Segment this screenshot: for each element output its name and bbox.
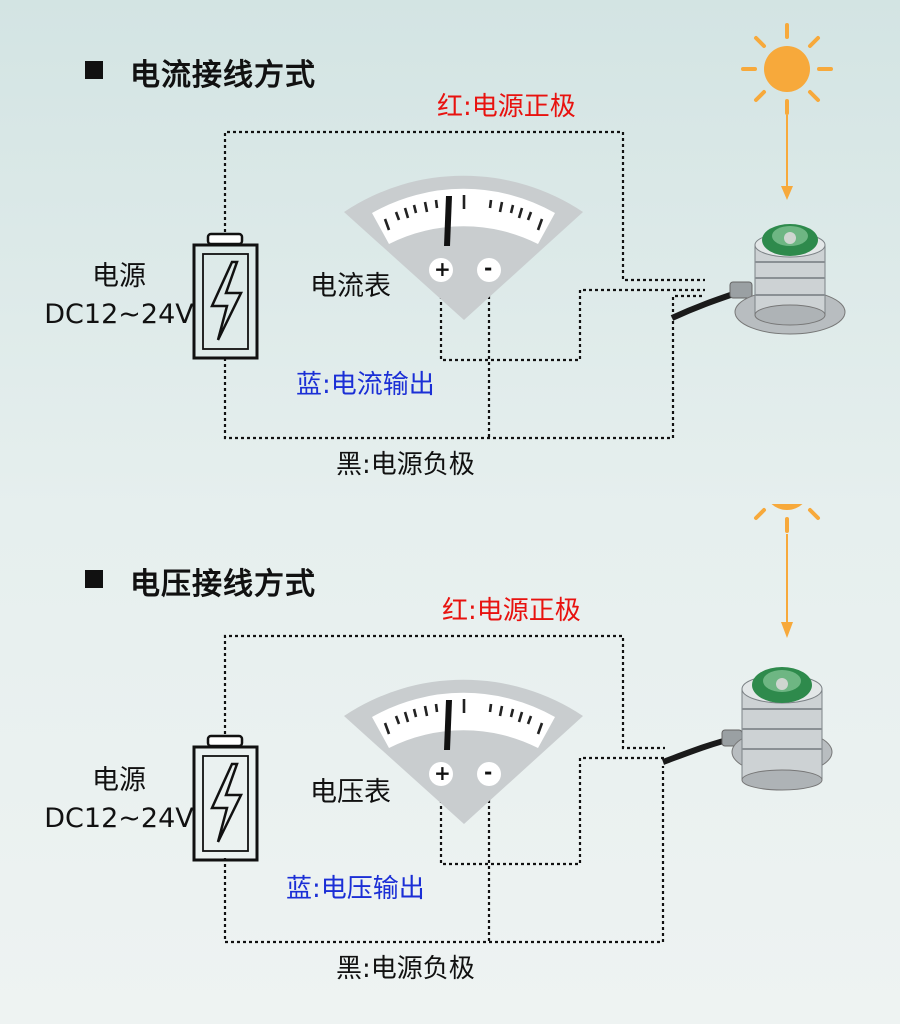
negative-wire-label: 黑:电源负极 (336, 954, 475, 984)
output-wire-label: 蓝:电流输出 (296, 370, 435, 400)
wiring-diagram (192, 504, 833, 944)
blue-wire (439, 278, 705, 362)
light-arrow (781, 115, 793, 200)
meter-minus-terminal: - (484, 256, 493, 280)
meter-plus-terminal: + (434, 257, 451, 281)
analog-meter-icon (344, 175, 583, 320)
section-title: 电压接线方式 (130, 567, 316, 602)
sun-icon (754, 504, 820, 533)
power-supply-voltage: DC12~24V (44, 298, 194, 330)
meter-label: 电流表 (310, 271, 391, 302)
meter-plus-terminal: + (434, 761, 451, 785)
voltage-wiring-section: 电压接线方式 红:电源正极 电源 DC12~24V 电压表 + - 蓝:电压输出… (0, 504, 900, 1016)
sensor-device-icon (670, 224, 846, 335)
black-wire (223, 294, 705, 440)
negative-wire-label: 黑:电源负极 (336, 450, 475, 480)
power-supply-label: 电源 DC12~24V (44, 258, 194, 334)
black-wire (223, 766, 665, 944)
lightning-icon (210, 260, 244, 341)
positive-wire-label: 红:电源正极 (442, 596, 581, 626)
analog-meter-icon (344, 679, 583, 824)
section-bullet (85, 61, 103, 79)
current-wiring-section: 电流接线方式 红:电源正极 电源 DC12~24V 电流表 + - 蓝:电流输出… (44, 23, 846, 480)
light-arrow (781, 534, 793, 638)
power-supply-name: 电源 (92, 765, 146, 796)
wiring-diagram (192, 23, 846, 440)
positive-wire-label: 红:电源正极 (437, 92, 576, 122)
power-supply-voltage: DC12~24V (44, 802, 194, 834)
battery-icon (192, 734, 259, 862)
blue-wire (439, 756, 665, 866)
lightning-icon (210, 762, 244, 843)
sensor-device-icon (661, 667, 833, 791)
meter-minus-terminal: - (484, 760, 493, 784)
section-bullet (85, 570, 103, 588)
output-wire-label: 蓝:电压输出 (286, 874, 425, 904)
power-supply-name: 电源 (92, 261, 146, 292)
section-title: 电流接线方式 (130, 58, 316, 93)
red-wire (223, 130, 705, 282)
battery-icon (192, 232, 259, 360)
meter-label: 电压表 (310, 777, 391, 808)
power-supply-label: 电源 DC12~24V (44, 762, 194, 838)
sun-icon (741, 23, 833, 115)
